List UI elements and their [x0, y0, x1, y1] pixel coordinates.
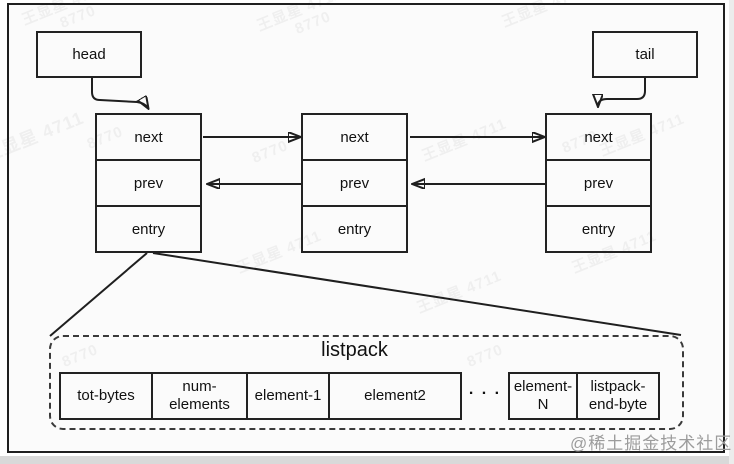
- element2-label: element2: [364, 387, 426, 404]
- list-node-3: next prev entry: [545, 113, 652, 253]
- node1-entry-label: entry: [131, 220, 166, 238]
- listpack-ellipsis: . . .: [468, 381, 502, 398]
- listpack-header-cells: tot-bytes num-elements element-1 element…: [59, 372, 462, 420]
- element-N-label: element-N: [513, 378, 573, 413]
- head-box: head: [36, 31, 142, 78]
- list-node-2: next prev entry: [301, 113, 408, 253]
- listpack-cell-element2: element2: [328, 372, 462, 420]
- node2-next-label: next: [340, 128, 369, 146]
- listpack-cell-num-elements: num-elements: [151, 372, 248, 420]
- listpack-cell-tot-bytes: tot-bytes: [59, 372, 153, 420]
- tail-to-node3-arrow: [598, 77, 646, 106]
- node3-next-cell: next: [545, 113, 652, 161]
- tot-bytes-label: tot-bytes: [77, 387, 135, 404]
- element-1-label: element-1: [254, 387, 322, 404]
- node2-entry-label: entry: [337, 220, 372, 238]
- community-credit-watermark: @稀土掘金技术社区: [570, 434, 733, 453]
- node3-entry-cell: entry: [545, 205, 652, 253]
- tail-box: tail: [592, 31, 698, 78]
- listpack-cell-end-byte: listpack-end-byte: [576, 372, 660, 420]
- head-label: head: [72, 46, 106, 63]
- head-to-node1-arrow: [91, 78, 148, 108]
- listpack-tail-cells: element-N listpack-end-byte: [508, 372, 660, 420]
- entry-expand-right-line: [152, 252, 682, 336]
- node2-next-cell: next: [301, 113, 408, 161]
- photo-edge-bottom: [0, 456, 734, 464]
- num-elements-label: num-elements: [169, 378, 230, 413]
- node1-next-label: next: [134, 128, 163, 146]
- node1-entry-cell: entry: [95, 205, 202, 253]
- node3-entry-label: entry: [581, 220, 616, 238]
- node2-prev-cell: prev: [301, 159, 408, 207]
- node3-prev-label: prev: [583, 174, 614, 192]
- listpack-cell-element-N: element-N: [508, 372, 578, 420]
- node3-next-label: next: [584, 128, 613, 146]
- listpack-cell-element-1: element-1: [246, 372, 330, 420]
- node3-prev-cell: prev: [545, 159, 652, 207]
- node1-next-cell: next: [95, 113, 202, 161]
- tail-label: tail: [635, 46, 655, 63]
- listpack-title: listpack: [321, 339, 388, 361]
- listpack-end-byte-label: listpack-end-byte: [588, 378, 648, 413]
- node2-prev-label: prev: [339, 174, 370, 192]
- node1-prev-label: prev: [133, 174, 164, 192]
- photo-edge-right: [729, 0, 734, 464]
- list-node-1: next prev entry: [95, 113, 202, 253]
- node1-prev-cell: prev: [95, 159, 202, 207]
- entry-expand-left-line: [49, 252, 148, 337]
- node2-entry-cell: entry: [301, 205, 408, 253]
